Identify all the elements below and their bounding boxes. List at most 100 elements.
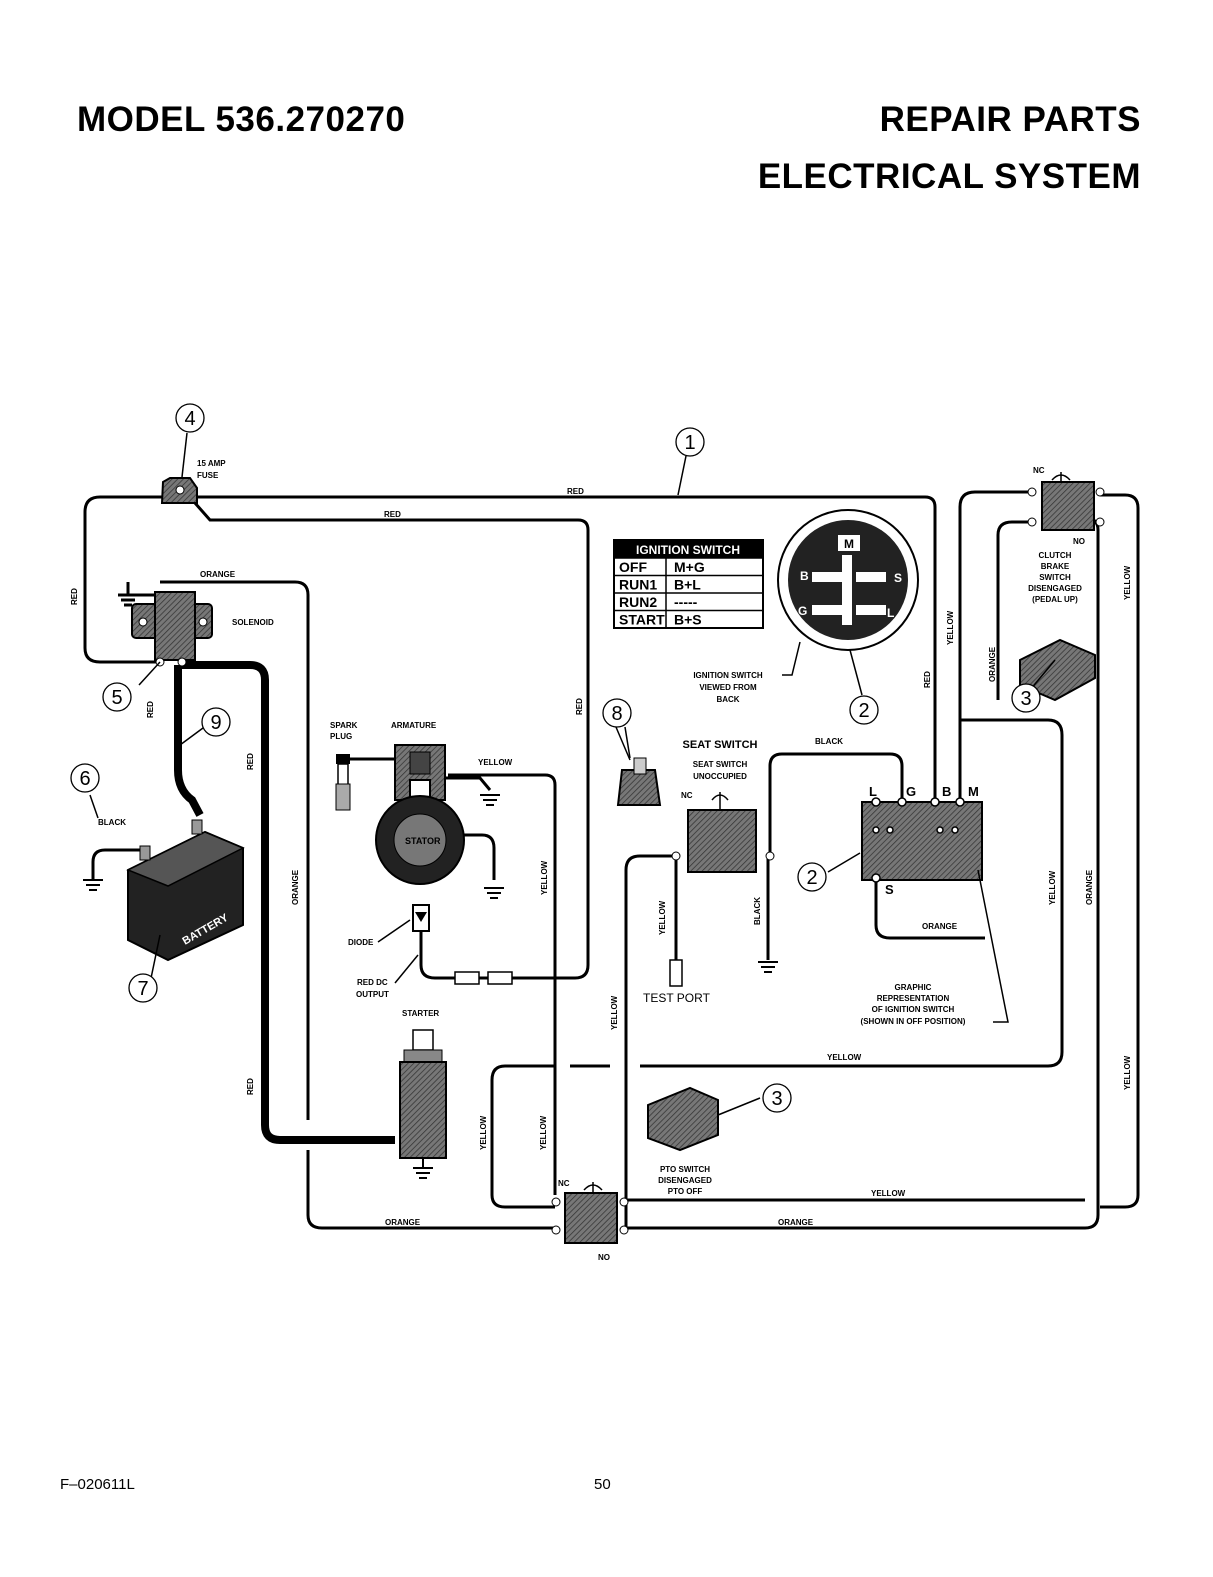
page-number: 50 (594, 1476, 611, 1493)
wire-label-orange-clutch: ORANGE (988, 646, 997, 682)
ign-back-b: B (800, 569, 809, 583)
ign-back-g: G (798, 604, 807, 618)
svg-text:5: 5 (111, 687, 122, 709)
ign-row-pos: OFF (619, 559, 647, 575)
pto-no: NO (598, 1253, 610, 1262)
engine-components: SPARK PLUG ARMATURE STATOR DIODE RED DC … (330, 721, 513, 999)
callout-3: 3 (762, 1083, 792, 1113)
wire-label-yellow-arm: YELLOW (478, 758, 513, 767)
red-dc-label: RED DC (357, 978, 388, 987)
wire-label-yellow-mid: YELLOW (827, 1053, 862, 1062)
callout-8: 8 (602, 698, 632, 728)
ign-viewed-label: IGNITION SWITCH (693, 671, 763, 680)
solenoid: SOLENOID (118, 582, 274, 686)
svg-text:2: 2 (858, 700, 869, 722)
of-ignition-label: OF IGNITION SWITCH (872, 1005, 955, 1014)
pto-disengaged-label: DISENGAGED (658, 1176, 712, 1185)
wire-label-red-mid: RED (246, 753, 255, 770)
ign-g-b: B (942, 784, 951, 799)
wire-label-yellow-ign: YELLOW (946, 610, 955, 645)
wire-label-yellow-right3: YELLOW (1123, 1055, 1132, 1090)
svg-text:4: 4 (184, 408, 195, 430)
svg-text:2: 2 (806, 867, 817, 889)
battery: BATTERY BLACK (83, 794, 245, 984)
clutch-label: CLUTCH (1039, 551, 1072, 560)
representation-label: REPRESENTATION (877, 994, 950, 1003)
wire-label-orange-top: ORANGE (200, 570, 236, 579)
battery-black-label: BLACK (98, 818, 126, 827)
callout-1: 1 (675, 427, 705, 457)
callout-7: 7 (128, 973, 158, 1003)
svg-text:6: 6 (79, 768, 90, 790)
wire-label-red-left: RED (70, 588, 79, 605)
wire-label-orange-left: ORANGE (291, 869, 300, 905)
ign-row-conn: B+S (674, 612, 702, 628)
wire-label-yellow-center: YELLOW (540, 860, 549, 895)
pto-switch: PTO SWITCH DISENGAGED PTO OFF NC NO (551, 1086, 761, 1262)
callouts: 1 4 2 2 3 3 5 6 7 8 9 (70, 403, 1041, 1113)
pto-off-label: PTO OFF (668, 1187, 703, 1196)
svg-text:3: 3 (1020, 688, 1031, 710)
wire-label-yellow-bottom: YELLOW (871, 1189, 906, 1198)
ign-viewed-from: VIEWED FROM (699, 683, 757, 692)
ign-row-pos: RUN2 (619, 594, 657, 610)
wire-label-yellow-testport: YELLOW (658, 900, 667, 935)
clutch-disengaged: DISENGAGED (1028, 584, 1082, 593)
fuse-amp-label: 15 AMP (197, 459, 226, 468)
brake-label: BRAKE (1041, 562, 1070, 571)
svg-text:7: 7 (137, 978, 148, 1000)
pedal-up-label: (PEDAL UP) (1032, 595, 1078, 604)
ign-row-conn: M+G (674, 559, 705, 575)
diode-label: DIODE (348, 938, 374, 947)
pto-nc: NC (558, 1179, 570, 1188)
fuse: 15 AMP FUSE (160, 432, 226, 504)
clutch-brake-switch: NC NO CLUTCH BRAKE SWITCH DISENGAGED (PE… (1019, 466, 1105, 702)
output-label: OUTPUT (356, 990, 389, 999)
callout-3: 3 (1011, 683, 1041, 713)
ign-row-pos: START (619, 612, 665, 628)
seat-switch: SEAT SWITCH SEAT SWITCH UNOCCUPIED NC TE… (612, 719, 778, 1005)
wires (83, 490, 1140, 1230)
armature-label: ARMATURE (391, 721, 437, 730)
fuse-label: FUSE (197, 471, 219, 480)
ign-back-s: S (894, 571, 902, 585)
wire-label-red-2: RED (384, 510, 401, 519)
ign-row-pos: RUN1 (619, 577, 657, 593)
wire-label-red-low: RED (246, 1078, 255, 1095)
ign-g-l: L (869, 784, 877, 799)
ign-back-l: L (887, 606, 894, 620)
spark-label: SPARK (330, 721, 358, 730)
wire-label-yellow-right2: YELLOW (1048, 870, 1057, 905)
starter: STARTER (399, 1009, 447, 1179)
ign-g-s: S (885, 882, 894, 897)
seat-unoccupied: UNOCCUPIED (693, 772, 747, 781)
callout-9: 9 (201, 707, 231, 737)
graphic-label: GRAPHIC (895, 983, 932, 992)
switch-label: SWITCH (1039, 573, 1071, 582)
stator-label: STATOR (405, 836, 441, 846)
wire-label-orange-right: ORANGE (1085, 869, 1094, 905)
solenoid-label: SOLENOID (232, 618, 274, 627)
svg-text:3: 3 (771, 1088, 782, 1110)
wire-label-orange-s: ORANGE (922, 922, 958, 931)
ign-g-m: M (968, 784, 979, 799)
electrical-system-title: ELECTRICAL SYSTEM (757, 157, 1141, 196)
svg-text:9: 9 (210, 712, 221, 734)
wire-label-yellow-seat: YELLOW (610, 995, 619, 1030)
ign-row-conn: ----- (674, 594, 698, 610)
wire-labels: RED RED RED ORANGE RED RED ORANGE RED RE… (70, 487, 1132, 1227)
ign-g-g: G (906, 784, 916, 799)
wire-label-black-seat: BLACK (753, 897, 762, 925)
seat-nc: NC (681, 791, 693, 800)
repair-parts-title: REPAIR PARTS (879, 100, 1141, 139)
test-port-label: TEST PORT (643, 991, 711, 1005)
starter-label: STARTER (402, 1009, 439, 1018)
ign-back-label: BACK (716, 695, 739, 704)
seat-switch-small: SEAT SWITCH (693, 760, 748, 769)
pto-switch-label: PTO SWITCH (660, 1165, 710, 1174)
model-title: MODEL 536.270270 (77, 100, 406, 139)
wire-label-black-top: BLACK (815, 737, 843, 746)
wire-label-yellow-center-low: YELLOW (539, 1115, 548, 1150)
callout-2: 2 (849, 695, 879, 725)
